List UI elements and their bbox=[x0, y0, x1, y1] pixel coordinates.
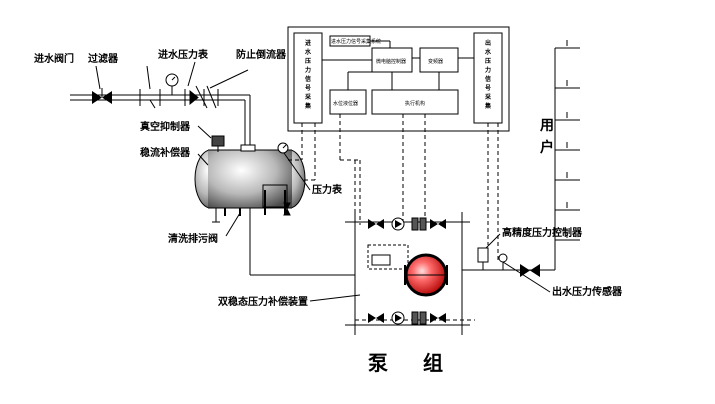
hp-controller-icon bbox=[477, 247, 489, 270]
svg-text:压: 压 bbox=[485, 57, 491, 65]
svg-text:力: 力 bbox=[305, 66, 311, 74]
pump-bottom-assembly bbox=[368, 311, 446, 325]
dual-compensator-label: 双稳态压力补偿装置 bbox=[218, 295, 308, 308]
drain-valve-icon bbox=[283, 202, 291, 216]
tank-top-nozzle bbox=[240, 144, 256, 152]
svg-text:采: 采 bbox=[305, 93, 311, 101]
cp-vfd-label: 变频器 bbox=[428, 58, 443, 65]
pump-top-assembly bbox=[368, 217, 446, 231]
svg-text:进: 进 bbox=[305, 39, 311, 47]
pressure-gauge-icon bbox=[277, 142, 289, 154]
inlet-pressure-gauge-label: 进水压力表 bbox=[158, 48, 209, 61]
cp-microcontroller-label: 微电脑控制器 bbox=[376, 58, 406, 65]
svg-text:号: 号 bbox=[485, 84, 491, 92]
outlet-valve-icon bbox=[520, 264, 540, 277]
svg-text:集: 集 bbox=[304, 102, 312, 110]
pump-group-label: 泵 组 bbox=[368, 351, 457, 375]
vacuum-suppressor-icon bbox=[211, 135, 225, 152]
filter-label: 过滤器 bbox=[88, 52, 119, 65]
svg-text:水: 水 bbox=[305, 48, 312, 56]
cp-level-label: 水位液位器 bbox=[333, 100, 358, 107]
drain-valve-label: 清洗排污阀 bbox=[168, 232, 218, 245]
svg-text:集: 集 bbox=[484, 102, 492, 110]
svg-text:信: 信 bbox=[485, 75, 491, 83]
leader-lines bbox=[95, 61, 551, 302]
surge-compensator-tank bbox=[194, 149, 306, 223]
hp-controller-label: 高精度压力控制器 bbox=[502, 226, 583, 239]
check-valve-icon bbox=[184, 89, 205, 106]
surge-compensator-label: 稳流补偿器 bbox=[140, 146, 191, 159]
control-cabinet bbox=[287, 26, 510, 132]
svg-text:号: 号 bbox=[305, 84, 311, 92]
inlet-valve-label: 进水阀门 bbox=[34, 52, 74, 65]
backflow-preventer-icon bbox=[195, 85, 219, 109]
cp-left-signal-label: 进水压力信号采集 bbox=[304, 39, 312, 110]
signal-lines bbox=[288, 114, 499, 321]
dual-compensator-vessel bbox=[404, 253, 448, 297]
svg-text:采: 采 bbox=[485, 93, 491, 101]
inlet-valve-icon bbox=[92, 88, 112, 104]
svg-text:力: 力 bbox=[485, 66, 491, 74]
svg-text:信: 信 bbox=[305, 75, 311, 83]
vacuum-suppressor-label: 真空抑制器 bbox=[140, 120, 191, 133]
backflow-preventer-label: 防止倒流器 bbox=[236, 48, 287, 61]
inlet-pressure-gauge-icon bbox=[165, 73, 179, 95]
pressure-gauge-label: 压力表 bbox=[312, 183, 343, 196]
user-label: 用户 bbox=[540, 118, 554, 156]
svg-text:压: 压 bbox=[305, 57, 311, 65]
pump-group bbox=[345, 212, 470, 335]
svg-text:出: 出 bbox=[485, 39, 491, 47]
filter-icon bbox=[139, 89, 161, 109]
cp-actuator-label: 执行机构 bbox=[405, 100, 425, 107]
svg-text:水: 水 bbox=[485, 48, 492, 56]
outlet-sensor-label: 出水压力传感器 bbox=[552, 285, 623, 298]
user-risers bbox=[555, 40, 580, 241]
cp-top-small-label: 进水压力信号采集系统 bbox=[331, 38, 381, 45]
